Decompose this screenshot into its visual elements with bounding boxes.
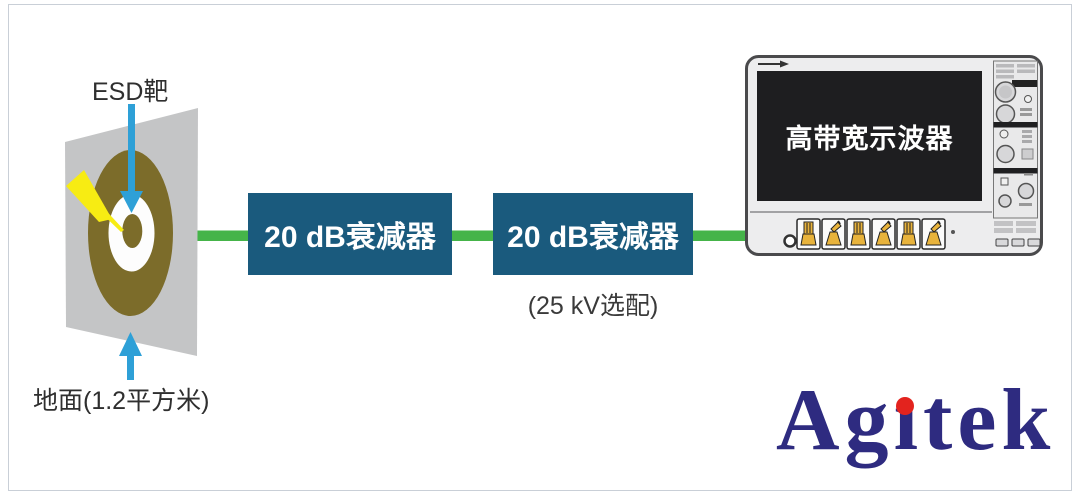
esd-target-label: ESD靶: [92, 78, 169, 106]
attenuator-box-2: 20 dB衰减器: [493, 193, 693, 275]
scope-control-panel: [993, 60, 1041, 247]
bnc-connector-icon: [821, 218, 846, 250]
ground-pointer-arrow-icon: [119, 332, 142, 380]
oscilloscope-screen-label: 高带宽示波器: [785, 123, 954, 154]
bnc-connector-icon: [921, 218, 946, 250]
ground-plane-label: 地面(1.2平方米): [33, 387, 210, 415]
esd-pointer-arrow-icon: [120, 104, 143, 213]
logo-text-post: tek: [923, 372, 1056, 469]
attenuator-2-label: 20 dB衰减器: [507, 221, 679, 254]
scope-power-button: [783, 234, 797, 248]
attenuator-1-label: 20 dB衰减器: [264, 221, 436, 254]
scope-bnc-connectors: [796, 218, 946, 250]
signal-line: [196, 230, 752, 241]
attenuator-box-1: 20 dB衰减器: [248, 193, 452, 275]
esd-target-graphic: [65, 104, 198, 380]
logo-i-dot-icon: [896, 397, 914, 415]
logo-text-dotless-i: ı: [893, 372, 924, 469]
bnc-connector-icon: [796, 218, 821, 250]
attenuator-2-option-note: (25 kV选配): [527, 292, 659, 320]
agitek-logo: Agıtek: [776, 377, 1055, 477]
bnc-connector-icon: [846, 218, 871, 250]
logo-text-pre: Ag: [776, 372, 894, 469]
bnc-connector-icon: [871, 218, 896, 250]
discharge-bolt-icon: [66, 170, 124, 232]
bnc-connector-icon: [896, 218, 921, 250]
scope-brand-mark-icon: [758, 60, 789, 68]
oscilloscope-illustration: [745, 55, 1043, 256]
scope-screen: [757, 71, 982, 201]
target-center: [122, 214, 143, 248]
